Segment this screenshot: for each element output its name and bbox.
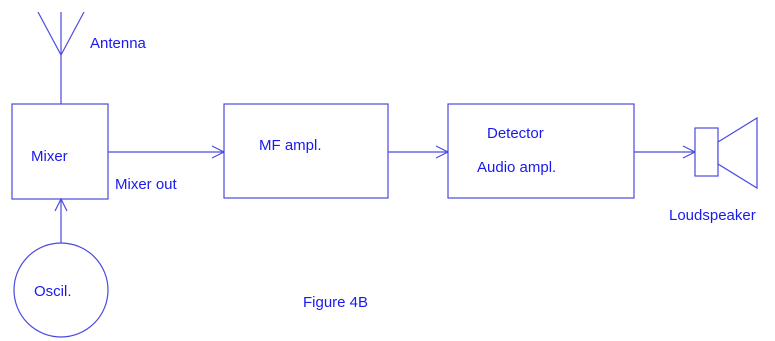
figure-caption: Figure 4B — [303, 294, 368, 311]
antenna-icon — [37, 11, 85, 104]
detector-to-speaker-arrow — [634, 145, 697, 159]
loudspeaker-label: Loudspeaker — [669, 207, 756, 224]
oscillator-circle — [13, 242, 109, 338]
loudspeaker-icon — [694, 116, 758, 190]
detector-audio-block — [447, 103, 635, 199]
detector-label: Detector — [487, 125, 544, 142]
mf-ampl-block — [223, 103, 389, 199]
mixer-to-mf-arrow — [108, 145, 226, 159]
mf-to-detector-arrow — [388, 145, 450, 159]
mf-ampl-label: MF ampl. — [259, 137, 322, 154]
antenna-label: Antenna — [90, 35, 147, 52]
oscil-to-mixer-arrow — [54, 197, 68, 245]
oscil-label: Oscil. — [34, 283, 72, 300]
mixer-label: Mixer — [31, 148, 68, 165]
audio-ampl-label: Audio ampl. — [477, 159, 556, 176]
mixer-out-label: Mixer out — [115, 176, 178, 193]
mixer-block — [11, 103, 109, 200]
